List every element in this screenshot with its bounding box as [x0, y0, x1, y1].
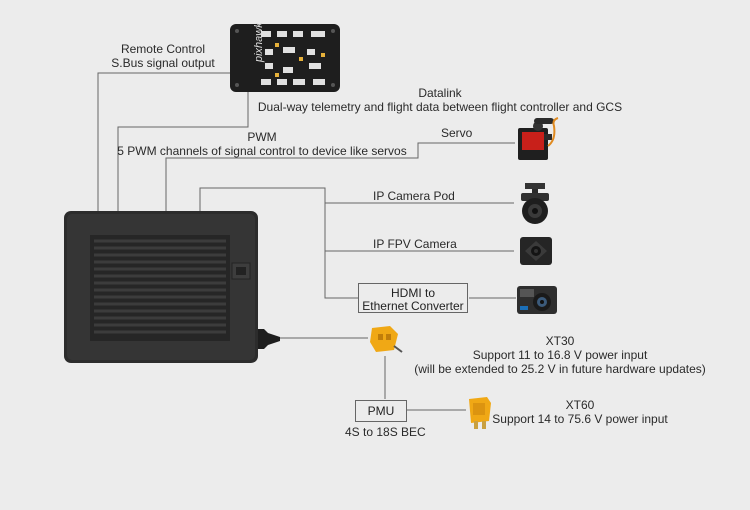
remote-control-desc: S.Bus signal output	[111, 56, 215, 70]
hdmi-line1: HDMI to	[390, 286, 435, 300]
pixhawk-logo: pixhawk	[253, 23, 265, 63]
xt30-line2: (will be extended to 25.2 V in future ha…	[414, 362, 706, 376]
xt60-label: XT60 Support 14 to 75.6 V power input	[480, 398, 680, 426]
pwm-label: PWM 5 PWM channels of signal control to …	[112, 130, 412, 158]
pwm-title: PWM	[247, 130, 277, 144]
remote-control-title: Remote Control	[120, 42, 206, 56]
pwm-desc: 5 PWM channels of signal control to devi…	[117, 144, 407, 158]
wire-pwm	[165, 142, 515, 212]
servo-icon	[514, 116, 562, 162]
xt30-title: XT30	[545, 334, 575, 348]
xt30-label: XT30 Support 11 to 16.8 V power input (w…	[380, 334, 740, 376]
servo-label: Servo	[441, 126, 473, 140]
ip-fpv-camera-label: IP FPV Camera	[373, 237, 457, 251]
fpv-camera-icon	[519, 236, 553, 266]
camera-pod-icon	[515, 181, 555, 225]
hdmi-line2: Ethernet Converter	[362, 299, 464, 313]
pmu-box: PMU	[355, 400, 407, 422]
xt60-connector-icon	[465, 395, 495, 431]
wire-camera-bus	[199, 187, 358, 299]
ip-camera-pod-label: IP Camera Pod	[373, 189, 455, 203]
flight-controller-icon: pixhawk	[229, 22, 341, 93]
action-camera-icon	[516, 284, 558, 316]
xt60-title: XT60	[565, 398, 595, 412]
wire-remote-control	[97, 72, 230, 212]
hdmi-converter-box: HDMI to Ethernet Converter	[358, 283, 468, 313]
main-unit-device	[64, 211, 280, 363]
xt60-desc: Support 14 to 75.6 V power input	[492, 412, 668, 426]
xt30-connector-icon	[368, 322, 404, 356]
xt30-line1: Support 11 to 16.8 V power input	[472, 348, 648, 362]
datalink-label: Datalink Dual-way telemetry and flight d…	[240, 86, 640, 114]
datalink-desc: Dual-way telemetry and flight data betwe…	[257, 100, 623, 114]
datalink-title: Datalink	[418, 86, 462, 100]
wire-datalink	[117, 92, 249, 212]
remote-control-label: Remote Control S.Bus signal output	[108, 42, 218, 70]
pmu-desc: 4S to 18S BEC	[345, 425, 426, 439]
